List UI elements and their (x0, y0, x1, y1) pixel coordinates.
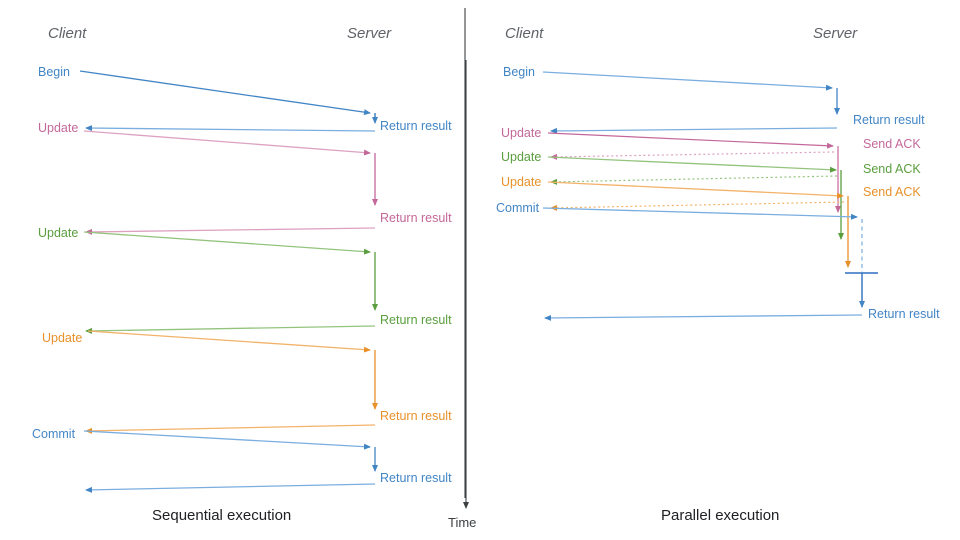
server-lane-header-sequential: Server (347, 25, 392, 42)
request-arrow-begin (79, 70, 371, 116)
response-label-update-3: Return result (380, 409, 452, 423)
response-arrow-begin-parallel (550, 127, 838, 134)
message-group-update-2-sequential: Update Return result (38, 226, 452, 334)
response-label-update-1: Return result (380, 211, 452, 225)
message-label-update-2-parallel: Update (501, 150, 541, 164)
request-arrow-update-3 (87, 330, 371, 353)
request-arrow-begin-parallel (542, 71, 833, 91)
message-label-update-1-parallel: Update (501, 126, 541, 140)
message-group-update-2-parallel: Update Send ACK (501, 150, 921, 240)
message-group-commit-parallel: Commit Return result (496, 201, 940, 321)
message-label-update-3-parallel: Update (501, 175, 541, 189)
response-arrow-begin (85, 125, 376, 132)
ack-arrow-update-2-parallel (550, 175, 838, 185)
server-lane-header-parallel: Server (813, 25, 858, 42)
message-label-update-1: Update (38, 121, 78, 135)
response-label-commit-parallel: Return result (868, 307, 940, 321)
response-arrow-update-3 (85, 424, 376, 434)
message-label-update-2: Update (38, 226, 78, 240)
client-lane-header-sequential: Client (48, 25, 87, 42)
message-label-begin-parallel: Begin (503, 65, 535, 79)
panel-title-parallel: Parallel execution (661, 507, 779, 524)
message-label-update-3: Update (42, 331, 82, 345)
message-group-begin-sequential: Begin Return result (38, 65, 452, 133)
time-axis-label: Time (448, 515, 476, 530)
message-group-update-1-sequential: Update Return result (38, 121, 452, 235)
message-label-begin: Begin (38, 65, 70, 79)
request-arrow-update-2 (83, 231, 371, 255)
message-group-commit-sequential: Commit Return result (32, 427, 452, 493)
panel-parallel: Client Server Begin Return result Update… (496, 25, 940, 524)
request-arrow-update-3-parallel (547, 181, 844, 199)
response-arrow-update-2 (85, 325, 376, 334)
response-arrow-commit-parallel (544, 314, 863, 321)
request-arrow-commit-parallel (542, 207, 858, 220)
time-axis: Time (448, 60, 476, 530)
client-lane-header-parallel: Client (505, 25, 544, 42)
response-label-commit: Return result (380, 471, 452, 485)
response-label-begin: Return result (380, 119, 452, 133)
response-label-update-2: Return result (380, 313, 452, 327)
panel-sequential: Client Server Begin Return result Update… (32, 25, 452, 524)
request-arrow-commit (83, 430, 371, 450)
request-arrow-update-1-parallel (547, 132, 834, 149)
response-arrow-commit (85, 483, 376, 493)
ack-label-update-1-parallel: Send ACK (863, 137, 921, 151)
ack-arrow-update-3-parallel (550, 201, 845, 211)
response-arrow-update-1 (85, 227, 376, 235)
message-group-update-1-parallel: Update Send ACK (501, 126, 921, 213)
response-label-begin-parallel: Return result (853, 113, 925, 127)
ack-label-update-2-parallel: Send ACK (863, 162, 921, 176)
request-arrow-update-2-parallel (547, 156, 837, 173)
message-label-commit: Commit (32, 427, 76, 441)
message-group-begin-parallel: Begin Return result (503, 65, 925, 134)
ack-arrow-update-1-parallel (550, 151, 835, 160)
ack-label-update-3-parallel: Send ACK (863, 185, 921, 199)
message-group-update-3-parallel: Update Send ACK (501, 175, 921, 268)
message-label-commit-parallel: Commit (496, 201, 540, 215)
request-arrow-update-1 (83, 130, 371, 156)
panel-title-sequential: Sequential execution (152, 507, 291, 524)
message-group-update-3-sequential: Update Return result (42, 330, 452, 434)
